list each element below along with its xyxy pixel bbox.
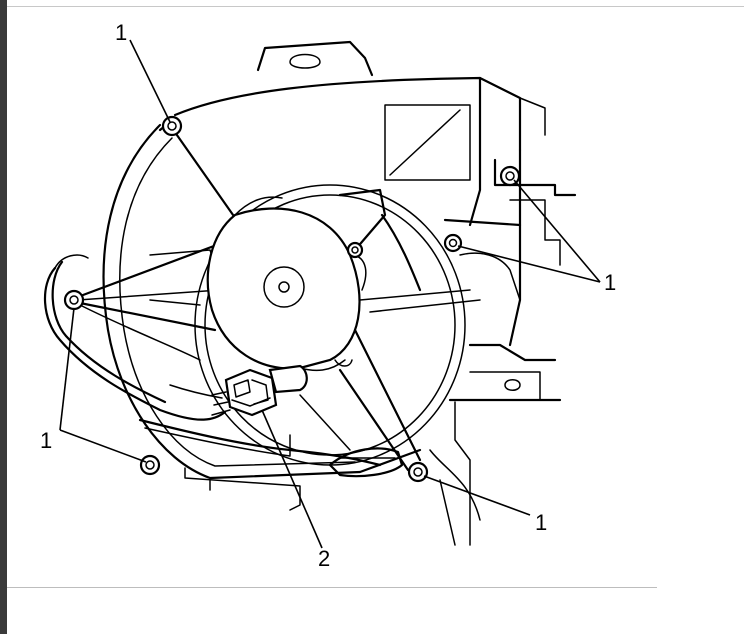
wiring-harness — [43, 254, 382, 467]
screw-left — [63, 289, 85, 311]
screw-bottom-left — [139, 454, 161, 476]
fastener-screws — [63, 115, 521, 483]
lower-bracket — [328, 447, 404, 478]
screw-top-left — [161, 115, 183, 137]
callout-1-bottom-right: 1 — [535, 510, 547, 535]
top-divider — [7, 6, 744, 7]
mounting-struts — [73, 126, 481, 472]
callout-2-connector: 2 — [318, 546, 330, 571]
page-left-border — [0, 0, 7, 634]
screw-bottom-right — [407, 461, 429, 483]
screw-mid-right — [443, 233, 463, 253]
blower-housing — [173, 40, 577, 546]
callout-leaders — [59, 39, 601, 549]
bottom-divider — [7, 587, 657, 588]
blower-motor — [206, 196, 367, 372]
callout-1-left: 1 — [40, 428, 52, 453]
motor-connector — [211, 364, 308, 417]
callout-1-top: 1 — [115, 20, 127, 45]
callout-1-right: 1 — [604, 270, 616, 295]
screw-center-right — [346, 241, 364, 259]
